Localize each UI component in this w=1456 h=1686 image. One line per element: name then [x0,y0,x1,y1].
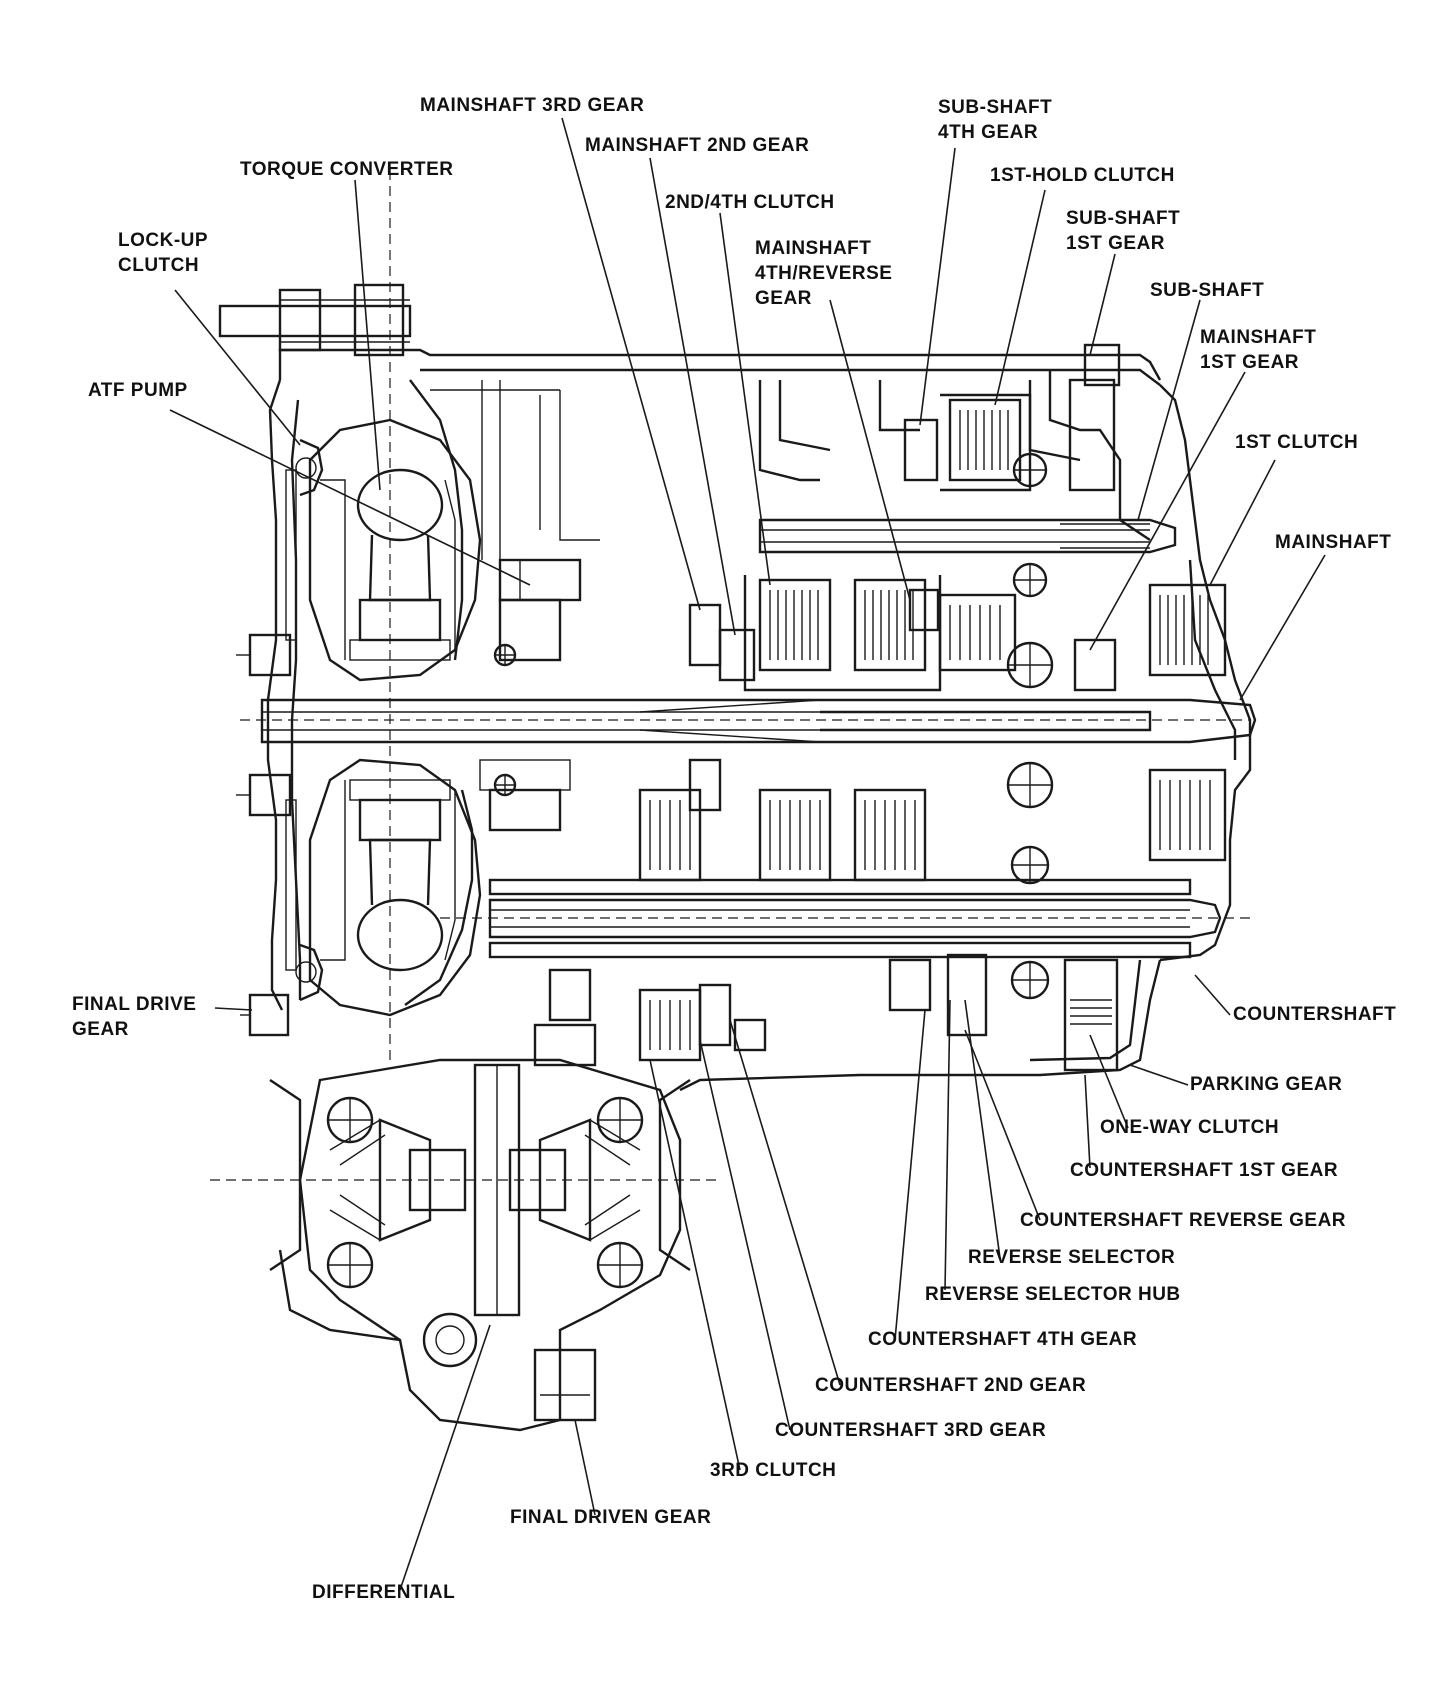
label-differential: DIFFERENTIAL [312,1582,456,1603]
differential-part [269,1058,691,1432]
label-reverse-selector: REVERSE SELECTOR [968,1247,1176,1268]
label-mainshaft-2nd-gear: MAINSHAFT 2ND GEAR [585,135,810,156]
transmission-housing [218,283,1252,1092]
label-mainshaft: MAINSHAFT [1275,532,1392,553]
mainshaft-part [260,698,1257,744]
label-3rd-clutch: 3RD CLUTCH [710,1460,837,1481]
label-countershaft-1st-gear: COUNTERSHAFT 1ST GEAR [1070,1160,1339,1181]
lock-up-clutch-part [285,438,324,1002]
label-countershaft: COUNTERSHAFT [1233,1004,1397,1025]
label-final-driven-gear: FINAL DRIVEN GEAR [510,1507,712,1528]
centerlines [210,170,1250,1181]
bearings [326,452,1054,1368]
label-sub-shaft-4th-gear: SUB-SHAFT 4TH GEAR [938,97,1053,143]
torque-converter-part [308,418,482,1017]
label-mainshaft-4th-reverse-gear: MAINSHAFT 4TH/REVERSE GEAR [755,238,893,309]
label-lock-up-clutch: LOCK-UP CLUTCH [118,230,209,276]
label-2nd-4th-clutch: 2ND/4TH CLUTCH [665,192,835,213]
label-mainshaft-1st-gear: MAINSHAFT 1ST GEAR [1200,327,1317,373]
clutch-packs [638,393,1227,1062]
label-countershaft-3rd-gear: COUNTERSHAFT 3RD GEAR [775,1420,1047,1441]
label-countershaft-4th-gear: COUNTERSHAFT 4TH GEAR [868,1329,1138,1350]
label-mainshaft-3rd-gear: MAINSHAFT 3RD GEAR [420,95,645,116]
label-countershaft-2nd-gear: COUNTERSHAFT 2ND GEAR [815,1375,1087,1396]
label-one-way-clutch: ONE-WAY CLUTCH [1100,1117,1280,1138]
label-1st-clutch: 1ST CLUTCH [1235,432,1359,453]
label-final-drive-gear: FINAL DRIVE GEAR [72,994,197,1040]
label-reverse-selector-hub: REVERSE SELECTOR HUB [925,1284,1181,1305]
gears [533,343,1121,1072]
label-countershaft-reverse-gear: COUNTERSHAFT REVERSE GEAR [1020,1210,1347,1231]
label-torque-converter: TORQUE CONVERTER [240,159,454,180]
sub-shaft-part [758,518,1177,554]
label-atf-pump: ATF PUMP [88,380,188,401]
label-sub-shaft-1st-gear: SUB-SHAFT 1ST GEAR [1066,208,1181,254]
leader-lines [169,117,1326,1591]
countershaft-part [488,878,1222,959]
label-sub-shaft: SUB-SHAFT [1150,280,1265,301]
label-1st-hold-clutch: 1ST-HOLD CLUTCH [990,165,1175,186]
atf-pump-part [479,558,582,832]
label-parking-gear: PARKING GEAR [1190,1074,1343,1095]
